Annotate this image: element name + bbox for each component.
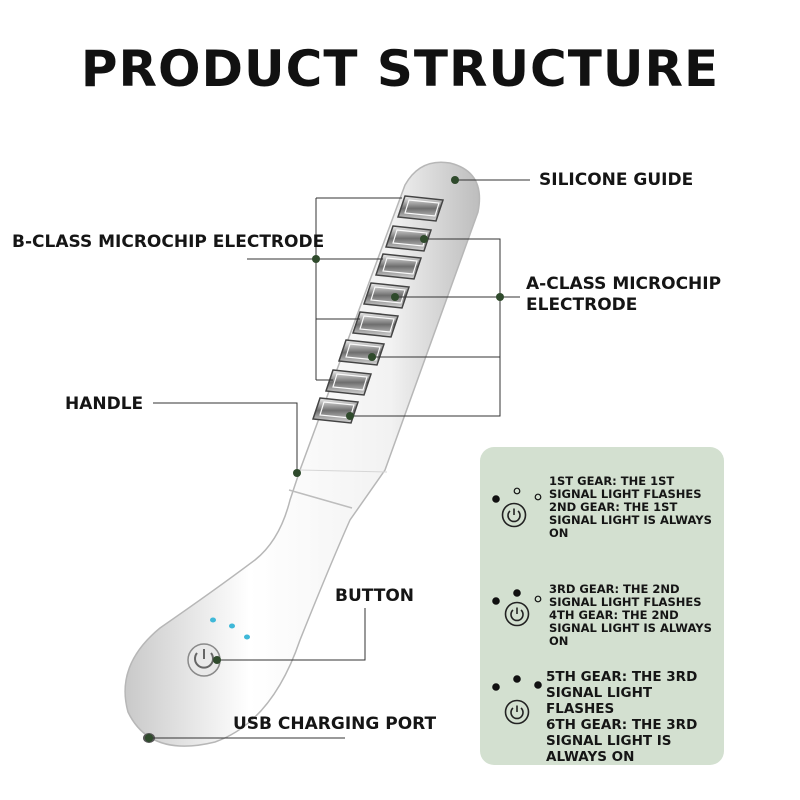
signal-light-dot: [534, 595, 542, 603]
device-body: [124, 161, 481, 747]
signal-light-icon: [492, 675, 542, 691]
electrode: [362, 282, 411, 309]
label-a-class-electrode: A-CLASS MICROCHIP ELECTRODE: [526, 274, 722, 315]
label-silicone-guide: SILICONE GUIDE: [539, 170, 694, 190]
signal-light-dot: [492, 597, 500, 605]
label-button: BUTTON: [335, 586, 415, 606]
electrode: [396, 195, 445, 222]
signal-light-dot: [513, 675, 521, 683]
signal-light-dot: [534, 681, 542, 689]
power-icon: [504, 699, 530, 725]
signal-light-icon: [492, 589, 542, 605]
gear-description: 5TH GEAR: THE 3RD SIGNAL LIGHT FLASHES 6…: [546, 669, 698, 765]
signal-light-dot: [492, 495, 500, 503]
electrode: [374, 253, 423, 280]
signal-light-icon: [492, 487, 542, 503]
page-title: PRODUCT STRUCTURE: [80, 40, 720, 98]
gear-row-2: 3RD GEAR: THE 2ND SIGNAL LIGHT FLASHES 4…: [480, 583, 724, 653]
leader-dots: [145, 176, 504, 742]
power-icon: [504, 601, 530, 627]
signal-light-dot: [513, 589, 521, 597]
electrode: [384, 225, 433, 252]
label-usb-charging-port: USB CHARGING PORT: [233, 714, 437, 734]
power-button: [187, 643, 221, 677]
electrode: [337, 339, 386, 366]
gear-row-1: 1ST GEAR: THE 1ST SIGNAL LIGHT FLASHES 2…: [480, 475, 724, 545]
power-icon: [501, 502, 527, 528]
label-b-class-electrode: B-CLASS MICROCHIP ELECTRODE: [12, 232, 325, 252]
electrode: [324, 369, 373, 396]
gear-description: 3RD GEAR: THE 2ND SIGNAL LIGHT FLASHES 4…: [549, 582, 712, 648]
signal-light-dot: [492, 683, 500, 691]
electrode: [351, 311, 400, 338]
gear-row-3: 5TH GEAR: THE 3RD SIGNAL LIGHT FLASHES 6…: [480, 669, 724, 765]
signal-light-dot: [513, 487, 521, 495]
signal-light-dot: [534, 493, 542, 501]
gear-info-panel: 1ST GEAR: THE 1ST SIGNAL LIGHT FLASHES 2…: [480, 447, 724, 765]
signal-light-icon: [210, 617, 250, 640]
label-handle: HANDLE: [65, 394, 144, 414]
electrode-array: [311, 195, 445, 424]
gear-description: 1ST GEAR: THE 1ST SIGNAL LIGHT FLASHES 2…: [549, 474, 712, 540]
